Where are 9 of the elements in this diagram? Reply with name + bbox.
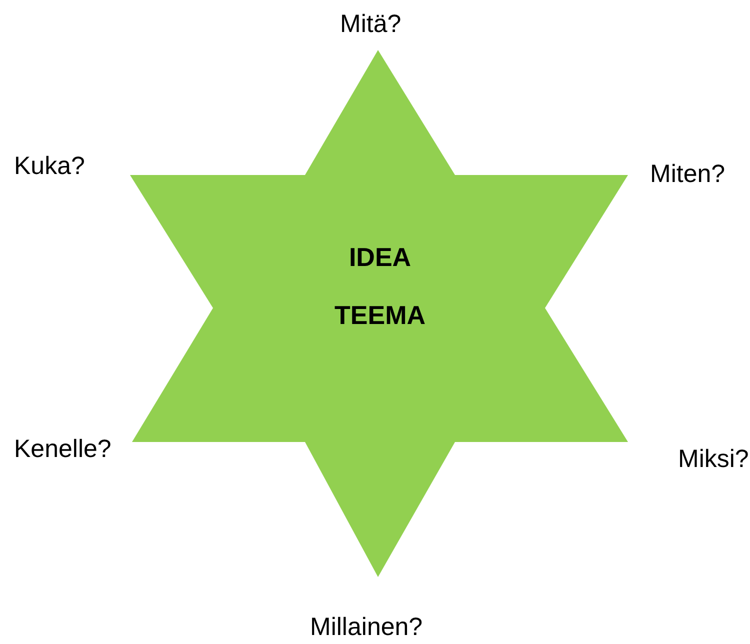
- star-text: TEEMA: [334, 300, 426, 331]
- star-shape: [130, 50, 630, 577]
- question-label: Miksi?: [678, 445, 749, 474]
- question-label: Miten?: [650, 160, 726, 189]
- question-label: Millainen?: [310, 613, 423, 642]
- question-label: Mitä?: [340, 10, 402, 39]
- question-label: Kuka?: [14, 152, 85, 181]
- star-text: IDEA: [348, 242, 412, 273]
- question-label: Kenelle?: [14, 435, 112, 464]
